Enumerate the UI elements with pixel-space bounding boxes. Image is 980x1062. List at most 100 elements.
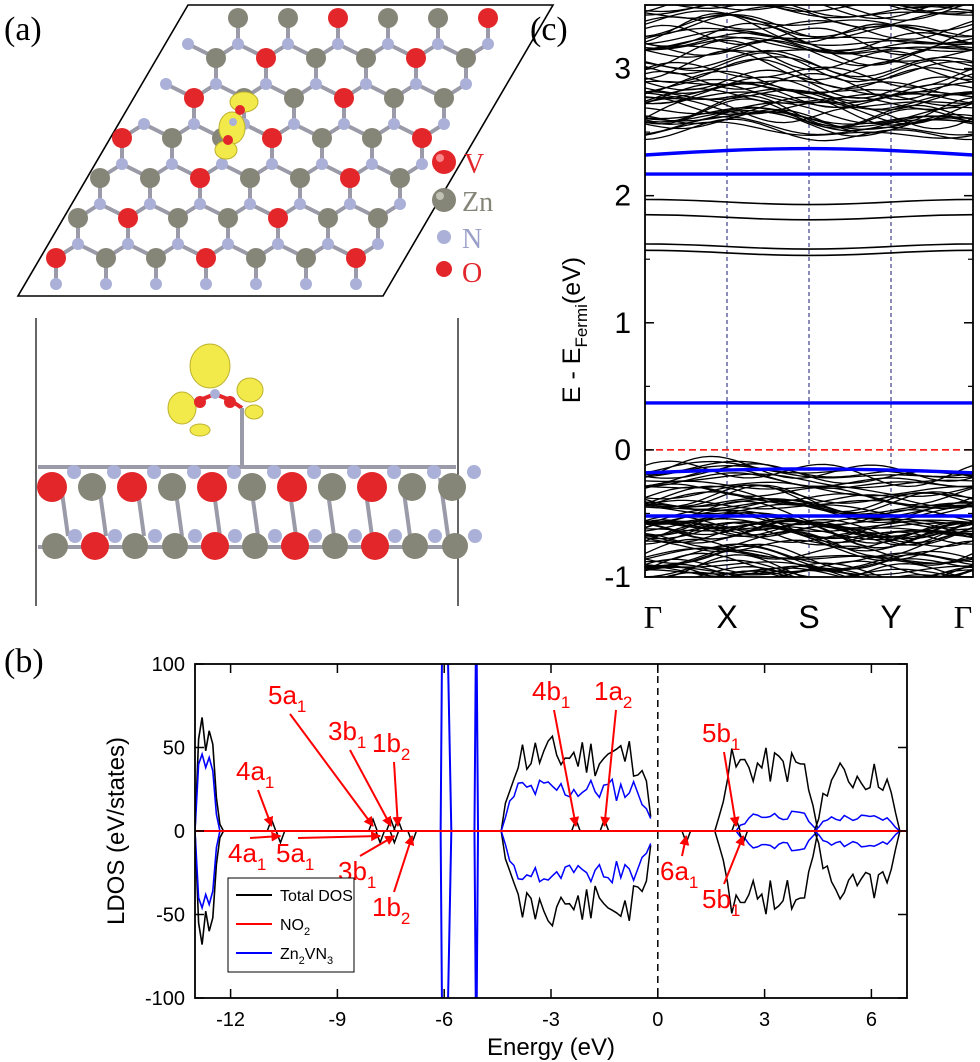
v-atom [346,248,366,268]
zn-atom [146,248,166,268]
n-atom [182,38,194,50]
dos-annotation-label: 1a2 [594,676,632,712]
dos-ytick-label: 100 [152,654,185,676]
dos-legend: Total DOS NO2 Zn2VN3 [227,877,355,973]
conduction-band [645,95,973,128]
zn-atom [434,88,454,108]
zn-atom [218,208,238,228]
conduction-band [645,118,973,142]
v-atom [262,128,282,148]
legend-n: N [437,224,482,255]
valence-band [645,480,973,498]
n-atom [138,118,150,130]
panel-label-c: (c) [530,11,568,48]
n-atom [194,198,206,210]
dos-xtick-label: -3 [542,1009,560,1031]
valence-band [645,515,973,530]
n-atom [172,238,184,250]
n-atom [68,529,82,543]
blue-band [645,146,973,157]
zn-atom [162,128,182,148]
v-atom [190,168,210,188]
dos-annotation-label: 4b1 [532,676,570,712]
dos-series-down [195,830,221,911]
valence-band [645,527,973,552]
zn-atom [78,473,106,501]
n-atom [122,238,134,250]
dos-annotation-label: 5a1 [268,680,306,716]
conduction-band [645,96,973,126]
conduction-band [645,24,973,56]
dos-series-up [195,751,221,832]
n-atom [366,158,378,170]
zn-atom [238,473,266,501]
n-atom [222,238,234,250]
v-atom [112,128,132,148]
dos-annotation-arrow [359,835,396,857]
v-atom [334,88,354,108]
conduction-band [645,102,973,125]
conduction-band [705,5,967,21]
conduction-band [645,32,973,54]
conduction-band [645,12,973,45]
zn-atom [368,208,388,228]
zn-atom [242,533,268,559]
n-atom [387,465,401,479]
dos-region-up [714,747,819,832]
dos-xtick-label: 3 [759,1009,770,1031]
valence-band [645,547,973,565]
valence-band [645,491,973,510]
zn-atom [90,168,110,188]
dos-region-up [500,777,652,832]
valence-band [645,519,973,546]
v-atom [277,472,307,502]
conduction-band [897,5,940,9]
conduction-band [645,109,973,128]
legend-zn: Zn [432,187,493,218]
zn-atom [402,533,428,559]
n-atom [282,38,294,50]
n-atom [322,238,334,250]
dos-annotation-label: 3b1 [328,716,366,752]
panel-label-b: (b) [4,643,44,680]
conduction-band [645,58,973,90]
n-atom [307,465,321,479]
valence-band [693,566,949,577]
conduction-band [645,27,973,45]
valence-band [645,539,973,562]
charge-density-top [214,91,259,160]
dos-region-down [813,830,901,901]
dos-series-up [195,717,225,832]
dos-annotation-arrow [723,751,740,827]
n-atom [150,278,162,290]
valence-band [645,473,973,489]
dos-ylabel: LDOS (eV/states) [103,737,130,925]
n-atom [228,529,242,543]
n-atom [460,78,472,90]
v-atom [412,128,432,148]
zn-atom [162,533,188,559]
valence-band [645,525,973,541]
v-atom [357,472,387,502]
band-ytick-label: -1 [604,561,631,594]
valence-band [645,484,973,514]
zn-atom [456,48,476,68]
n-atom [467,465,481,479]
conduction-band [672,5,938,20]
n-atom [216,158,228,170]
kpoint-label: Γ [644,599,663,635]
zn-atom [122,533,148,559]
valence-band [645,543,973,565]
zn-atom [96,248,116,268]
dos-annotation-arrow [393,835,415,893]
zn-atom [318,208,338,228]
dos-region-up [813,814,901,832]
v-atom [256,48,276,68]
n-atom [147,465,161,479]
flat-band [645,243,973,250]
n-atom [308,529,322,543]
dos-xlabel: Energy (eV) [487,1034,615,1061]
n-atom [410,78,422,90]
n-atom [107,465,121,479]
